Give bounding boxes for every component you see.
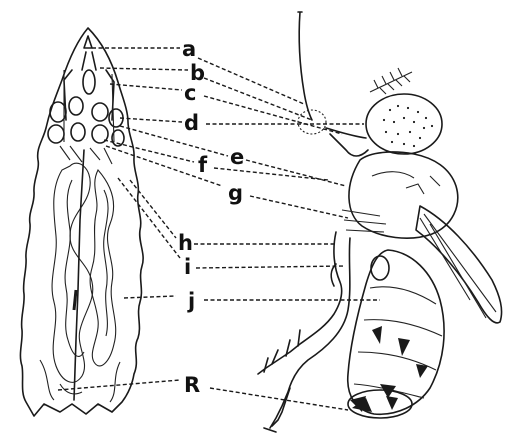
fly-eye-texture: [383, 105, 433, 147]
label-a: a: [182, 37, 196, 61]
fly-antenna-plume: [370, 68, 412, 94]
leader-d: [120, 118, 364, 124]
fly-inner-muscles: [342, 210, 386, 232]
label-d: d: [184, 111, 199, 135]
larva-gut-loops: [52, 163, 93, 382]
larva-gut-right: [90, 170, 116, 366]
label-h: h: [178, 231, 193, 255]
label-g: g: [228, 181, 243, 205]
label-R: R: [184, 373, 200, 397]
label-e: e: [230, 145, 244, 169]
larva-disc-6: [71, 123, 85, 141]
larva-mouth-hooks: [82, 36, 96, 70]
fly-front-leg: [258, 232, 342, 374]
label-c: c: [184, 81, 196, 105]
larva-drawing: [20, 28, 143, 416]
larva-disc-2: [69, 97, 83, 115]
fly-thorax-detail: [372, 172, 440, 194]
fly-proboscis: [326, 128, 368, 156]
leader-g: [106, 146, 348, 218]
adult-fly-drawing: [258, 12, 502, 432]
label-letters: a b c d e f g h i j R: [178, 37, 244, 397]
fly-abdomen-segments: [354, 287, 442, 398]
fly-thorax: [349, 152, 458, 238]
fly-antennal-base: [298, 110, 326, 134]
larva-ventral-cord: [74, 150, 84, 400]
larva-tubules: [40, 360, 120, 402]
larva-gut-right-inner: [104, 190, 108, 336]
leader-f: [104, 140, 328, 180]
label-j: j: [187, 289, 195, 313]
fly-wing-veins: [420, 214, 496, 318]
fly-arista: [298, 12, 312, 120]
label-f: f: [198, 153, 208, 177]
fly-gland: [371, 256, 389, 280]
fly-wing: [416, 206, 502, 323]
leader-lines: [58, 48, 380, 410]
larva-disc-3: [92, 103, 108, 121]
larva-disc-5: [48, 125, 64, 143]
larva-cephalic-sac: [83, 70, 95, 94]
label-i: i: [184, 255, 191, 279]
larva-cord-thick: [74, 290, 76, 310]
fly-abdomen: [348, 250, 444, 414]
leader-b: [100, 68, 312, 120]
larva-body-outline: [20, 28, 143, 416]
